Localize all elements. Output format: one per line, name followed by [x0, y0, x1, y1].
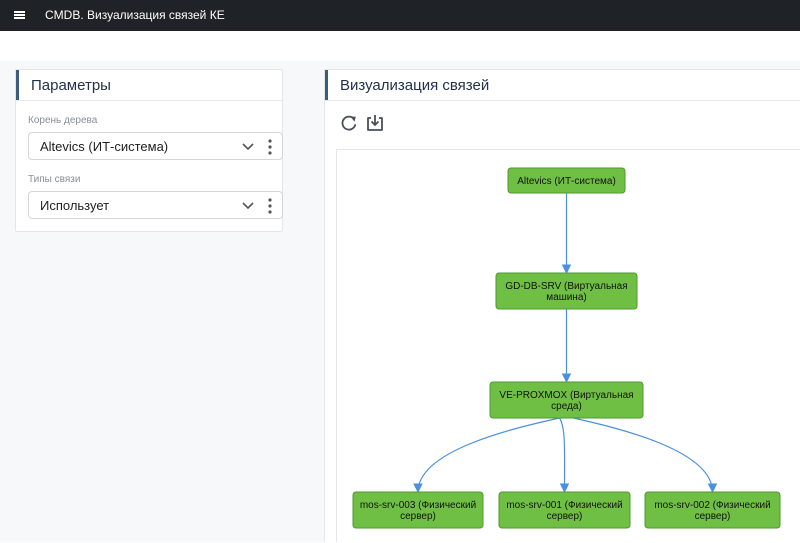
graph-node-box[interactable]: [507, 167, 626, 194]
params-panel: Параметры Корень дерева Altevics (ИТ-сис…: [15, 69, 283, 232]
download-icon[interactable]: [365, 113, 385, 133]
root-select[interactable]: Altevics (ИТ-система): [28, 132, 283, 160]
viz-panel-title: Визуализация связей: [340, 77, 490, 94]
graph-edge: [558, 417, 570, 493]
graph-node-label: mos-srv-003 (Физический: [360, 500, 476, 511]
graph-node-label: среда): [551, 401, 582, 412]
graph-node-box[interactable]: [644, 491, 781, 529]
refresh-icon[interactable]: [339, 113, 359, 133]
graph-node-label: машина): [546, 292, 586, 303]
graph-node-label: GD-DB-SRV (Виртуальная: [505, 281, 627, 292]
app-header: CMDB. Визуализация связей КЕ: [0, 0, 800, 31]
graph-node-label: mos-srv-002 (Физический: [654, 500, 770, 511]
graph-node-label: mos-srv-001 (Физический: [506, 500, 622, 511]
graph-edge: [413, 417, 560, 493]
graph-node-label: сервер): [695, 511, 731, 522]
graph-edge: [573, 417, 718, 493]
relationship-graph[interactable]: Altevics (ИТ-система) GD-DB-SRV (Виртуаль…: [337, 150, 800, 543]
graph-node-box[interactable]: [489, 381, 644, 419]
toolbar-strip: [0, 31, 800, 61]
more-options-icon[interactable]: [268, 139, 272, 155]
root-select-value: Altevics (ИТ-система): [40, 139, 169, 154]
graph-node-box[interactable]: [495, 272, 638, 310]
panel-accent-bar: [16, 70, 19, 100]
graph-node-box[interactable]: [498, 491, 631, 529]
root-field-label: Корень дерева: [28, 115, 98, 126]
params-panel-title: Параметры: [31, 77, 111, 94]
link-types-select[interactable]: Использует: [28, 191, 283, 219]
more-options-icon[interactable]: [268, 198, 272, 214]
graph-node-label: VE-PROXMOX (Виртуальная: [499, 390, 633, 401]
link-types-select-value: Использует: [40, 198, 110, 213]
panel-accent-bar: [325, 70, 328, 100]
graph-node[interactable]: Altevics (ИТ-система): [507, 167, 626, 194]
viz-panel-header: Визуализация связей: [325, 70, 800, 101]
chevron-down-icon[interactable]: [242, 141, 254, 151]
graph-node-box[interactable]: [352, 491, 484, 529]
graph-node-label: Altevics (ИТ-система): [517, 176, 616, 187]
link-types-field-label: Типы связи: [28, 174, 81, 185]
graph-canvas[interactable]: Altevics (ИТ-система) GD-DB-SRV (Виртуаль…: [336, 149, 800, 542]
graph-node-label: сервер): [547, 511, 583, 522]
menu-icon[interactable]: [14, 11, 25, 19]
params-panel-header: Параметры: [16, 70, 282, 101]
app-title: CMDB. Визуализация связей КЕ: [45, 8, 225, 22]
chevron-down-icon[interactable]: [242, 200, 254, 210]
graph-node-label: сервер): [400, 511, 436, 522]
